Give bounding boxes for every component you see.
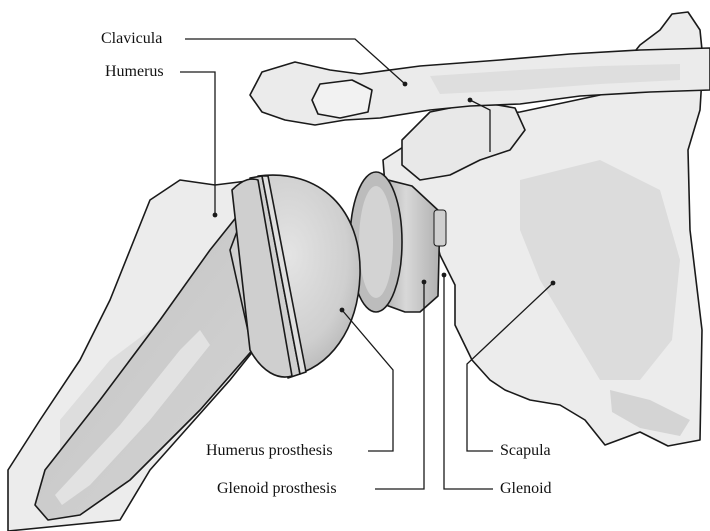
- leader-glenoid-prosthesis: [375, 282, 424, 489]
- humeral-head-prosthesis: [230, 175, 360, 378]
- leader-humerus-prosthesis: [342, 310, 393, 451]
- label-humerus: Humerus: [105, 63, 164, 81]
- label-humerus-prosthesis: Humerus prosthesis: [206, 442, 333, 460]
- label-scapula: Scapula: [500, 442, 551, 460]
- label-glenoid-prosthesis: Glenoid prosthesis: [217, 480, 337, 498]
- label-glenoid: Glenoid: [500, 480, 552, 498]
- label-clavicula: Clavicula: [101, 30, 162, 48]
